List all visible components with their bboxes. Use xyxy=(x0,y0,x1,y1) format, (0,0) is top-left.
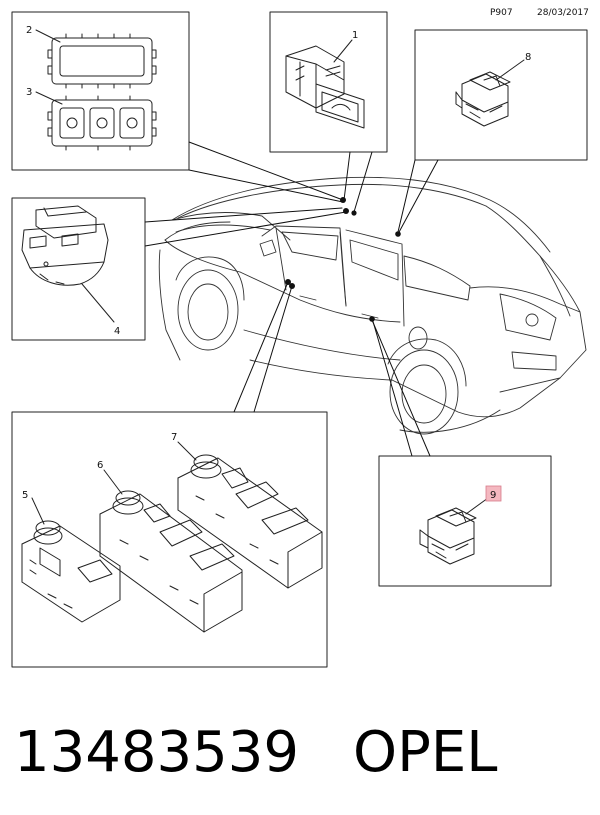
callout-9: 9 xyxy=(490,490,496,501)
panel-part-9 xyxy=(378,455,552,587)
panel-parts-2-3 xyxy=(11,11,190,171)
panel-part-4 xyxy=(11,197,146,341)
panel-part-1 xyxy=(269,11,388,153)
callout-9-highlight xyxy=(485,485,502,502)
leader-anchor-dots xyxy=(285,197,401,322)
callout-4: 4 xyxy=(114,326,120,337)
leader-lines xyxy=(144,141,439,457)
callout-7: 7 xyxy=(171,432,177,443)
part-8-switch xyxy=(455,71,511,127)
callout-2: 2 xyxy=(26,25,32,36)
panel-parts-5-6-7 xyxy=(11,411,328,668)
part-4-switch xyxy=(21,205,109,286)
part-6-switch-panel xyxy=(99,490,243,633)
callout-6: 6 xyxy=(97,460,103,471)
parts-diagram: 1 2 3 4 5 6 7 8 9 xyxy=(11,11,588,668)
part-2-blank-cover xyxy=(47,33,157,89)
part-3-triple-switch xyxy=(47,95,157,151)
panel-part-8 xyxy=(414,29,588,161)
diagram-date: 28/03/2017 xyxy=(537,8,589,18)
callout-8: 8 xyxy=(525,52,531,63)
part-9-switch xyxy=(419,507,477,565)
vehicle-illustration xyxy=(158,176,587,435)
part-7-switch-panel xyxy=(177,454,323,589)
callout-5: 5 xyxy=(22,490,28,501)
callout-3: 3 xyxy=(26,87,32,98)
brand-name: OPEL xyxy=(353,720,498,785)
diagram-code: P907 xyxy=(490,8,513,18)
footer-caption: 13483539 OPEL xyxy=(14,708,594,798)
part-number: 13483539 xyxy=(14,720,300,785)
part-1-switch xyxy=(285,45,365,129)
callout-1: 1 xyxy=(352,30,358,41)
part-5-switch-panel xyxy=(21,520,121,623)
callout-labels: 1 2 3 4 5 6 7 8 9 xyxy=(22,25,531,501)
